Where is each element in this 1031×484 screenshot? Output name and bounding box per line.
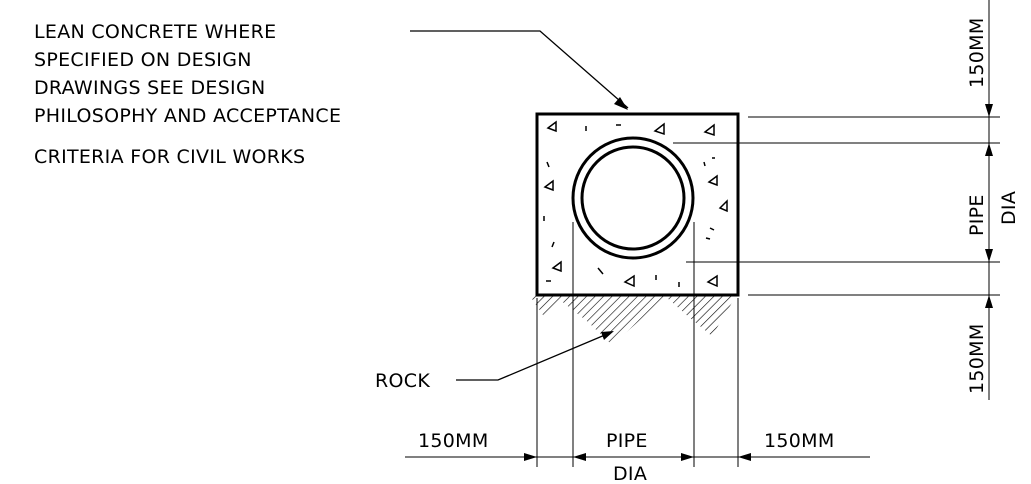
right-dimension-line (985, 0, 993, 400)
rock-hatching (530, 296, 736, 345)
rock-callout: ROCK (375, 331, 614, 392)
note-leader (410, 30, 629, 110)
bottom-dimension-labels: 150MM PIPE DIA 150MM (418, 430, 835, 484)
dim-bottom-right: 150MM (764, 430, 835, 452)
note-line-3: DRAWINGS SEE DESIGN (34, 77, 266, 99)
dim-bottom-dia: DIA (613, 463, 647, 484)
note-line-5: CRITERIA FOR CIVIL WORKS (34, 146, 305, 168)
right-extension-lines (673, 116, 1000, 296)
pipe (571, 136, 695, 260)
lean-concrete-note: LEAN CONCRETE WHERE SPECIFIED ON DESIGN … (34, 21, 341, 168)
note-line-1: LEAN CONCRETE WHERE (34, 21, 276, 43)
dim-right-bottom: 150MM (966, 323, 988, 394)
rock-label: ROCK (375, 370, 430, 392)
dim-right-pipe: PIPE (966, 194, 988, 236)
note-line-2: SPECIFIED ON DESIGN (34, 49, 252, 71)
bottom-dimension-line (405, 453, 870, 461)
dim-bottom-left: 150MM (418, 430, 489, 452)
bottom-extension-lines (536, 222, 739, 467)
dim-right-dia: DIA (998, 191, 1020, 225)
dim-bottom-pipe: PIPE (606, 430, 648, 452)
aggregate-marks (543, 120, 728, 288)
right-dimension-labels: 150MM PIPE DIA 150MM (966, 17, 1020, 394)
note-line-4: PHILOSOPHY AND ACCEPTANCE (34, 105, 341, 127)
concrete-surround (535, 112, 740, 297)
dim-right-top: 150MM (966, 17, 988, 88)
